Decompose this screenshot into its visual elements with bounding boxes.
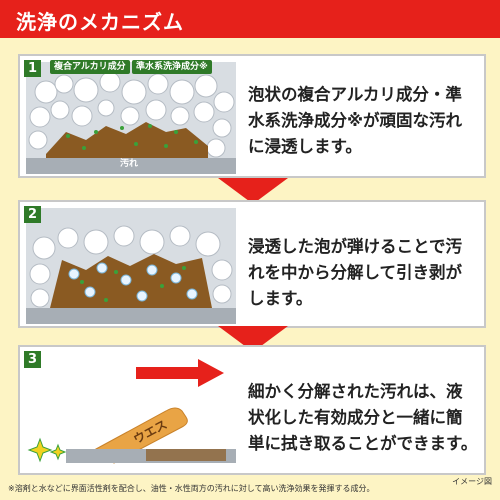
dirt-label: 汚れ: [120, 159, 139, 169]
step3-illustration: [26, 353, 236, 471]
alkali-component-tag: 複合アルカリ成分: [50, 60, 130, 74]
page-title: 洗浄のメカニズム: [16, 10, 184, 34]
image-note: イメージ図: [452, 477, 492, 486]
step-3-description: 細かく分解された汚れは、液 状化した有効成分と一緒に簡 単に拭き取ることができま…: [248, 382, 478, 453]
step-panel-3: ウエス 3 細かく分解された汚れは、液 状化した有効成分と一緒に簡 単に拭き取る…: [18, 345, 486, 475]
step-panel-2: 2 浸透した泡が弾けることで汚 れを中から分解して引き剥が します。: [18, 200, 486, 328]
step1-illustration: [26, 62, 236, 174]
footnote: ※溶剤と水などに界面活性剤を配合し、油性・水性両方の汚れに対して高い洗浄効果を発…: [8, 484, 375, 493]
step2-illustration: [26, 208, 236, 324]
step-2-description: 浸透した泡が弾けることで汚 れを中から分解して引き剥が します。: [248, 237, 463, 308]
step-1-description: 泡状の複合アルカリ成分・準 水系洗浄成分※が頑固な汚れ に浸透します。: [248, 85, 463, 156]
header-bar: 洗浄のメカニズム: [0, 0, 500, 38]
down-arrow-1: [218, 178, 288, 204]
step-number-3: 3: [24, 351, 41, 368]
step-number-1: 1: [24, 60, 41, 77]
semi-aqueous-component-tag: 準水系洗浄成分※: [132, 60, 212, 74]
step-number-2: 2: [24, 206, 41, 223]
step-panel-1: 複合アルカリ成分 準水系洗浄成分※ 汚れ 1 泡状の複合アルカリ成分・準 水系洗…: [18, 54, 486, 178]
down-arrow-2: [218, 326, 288, 352]
